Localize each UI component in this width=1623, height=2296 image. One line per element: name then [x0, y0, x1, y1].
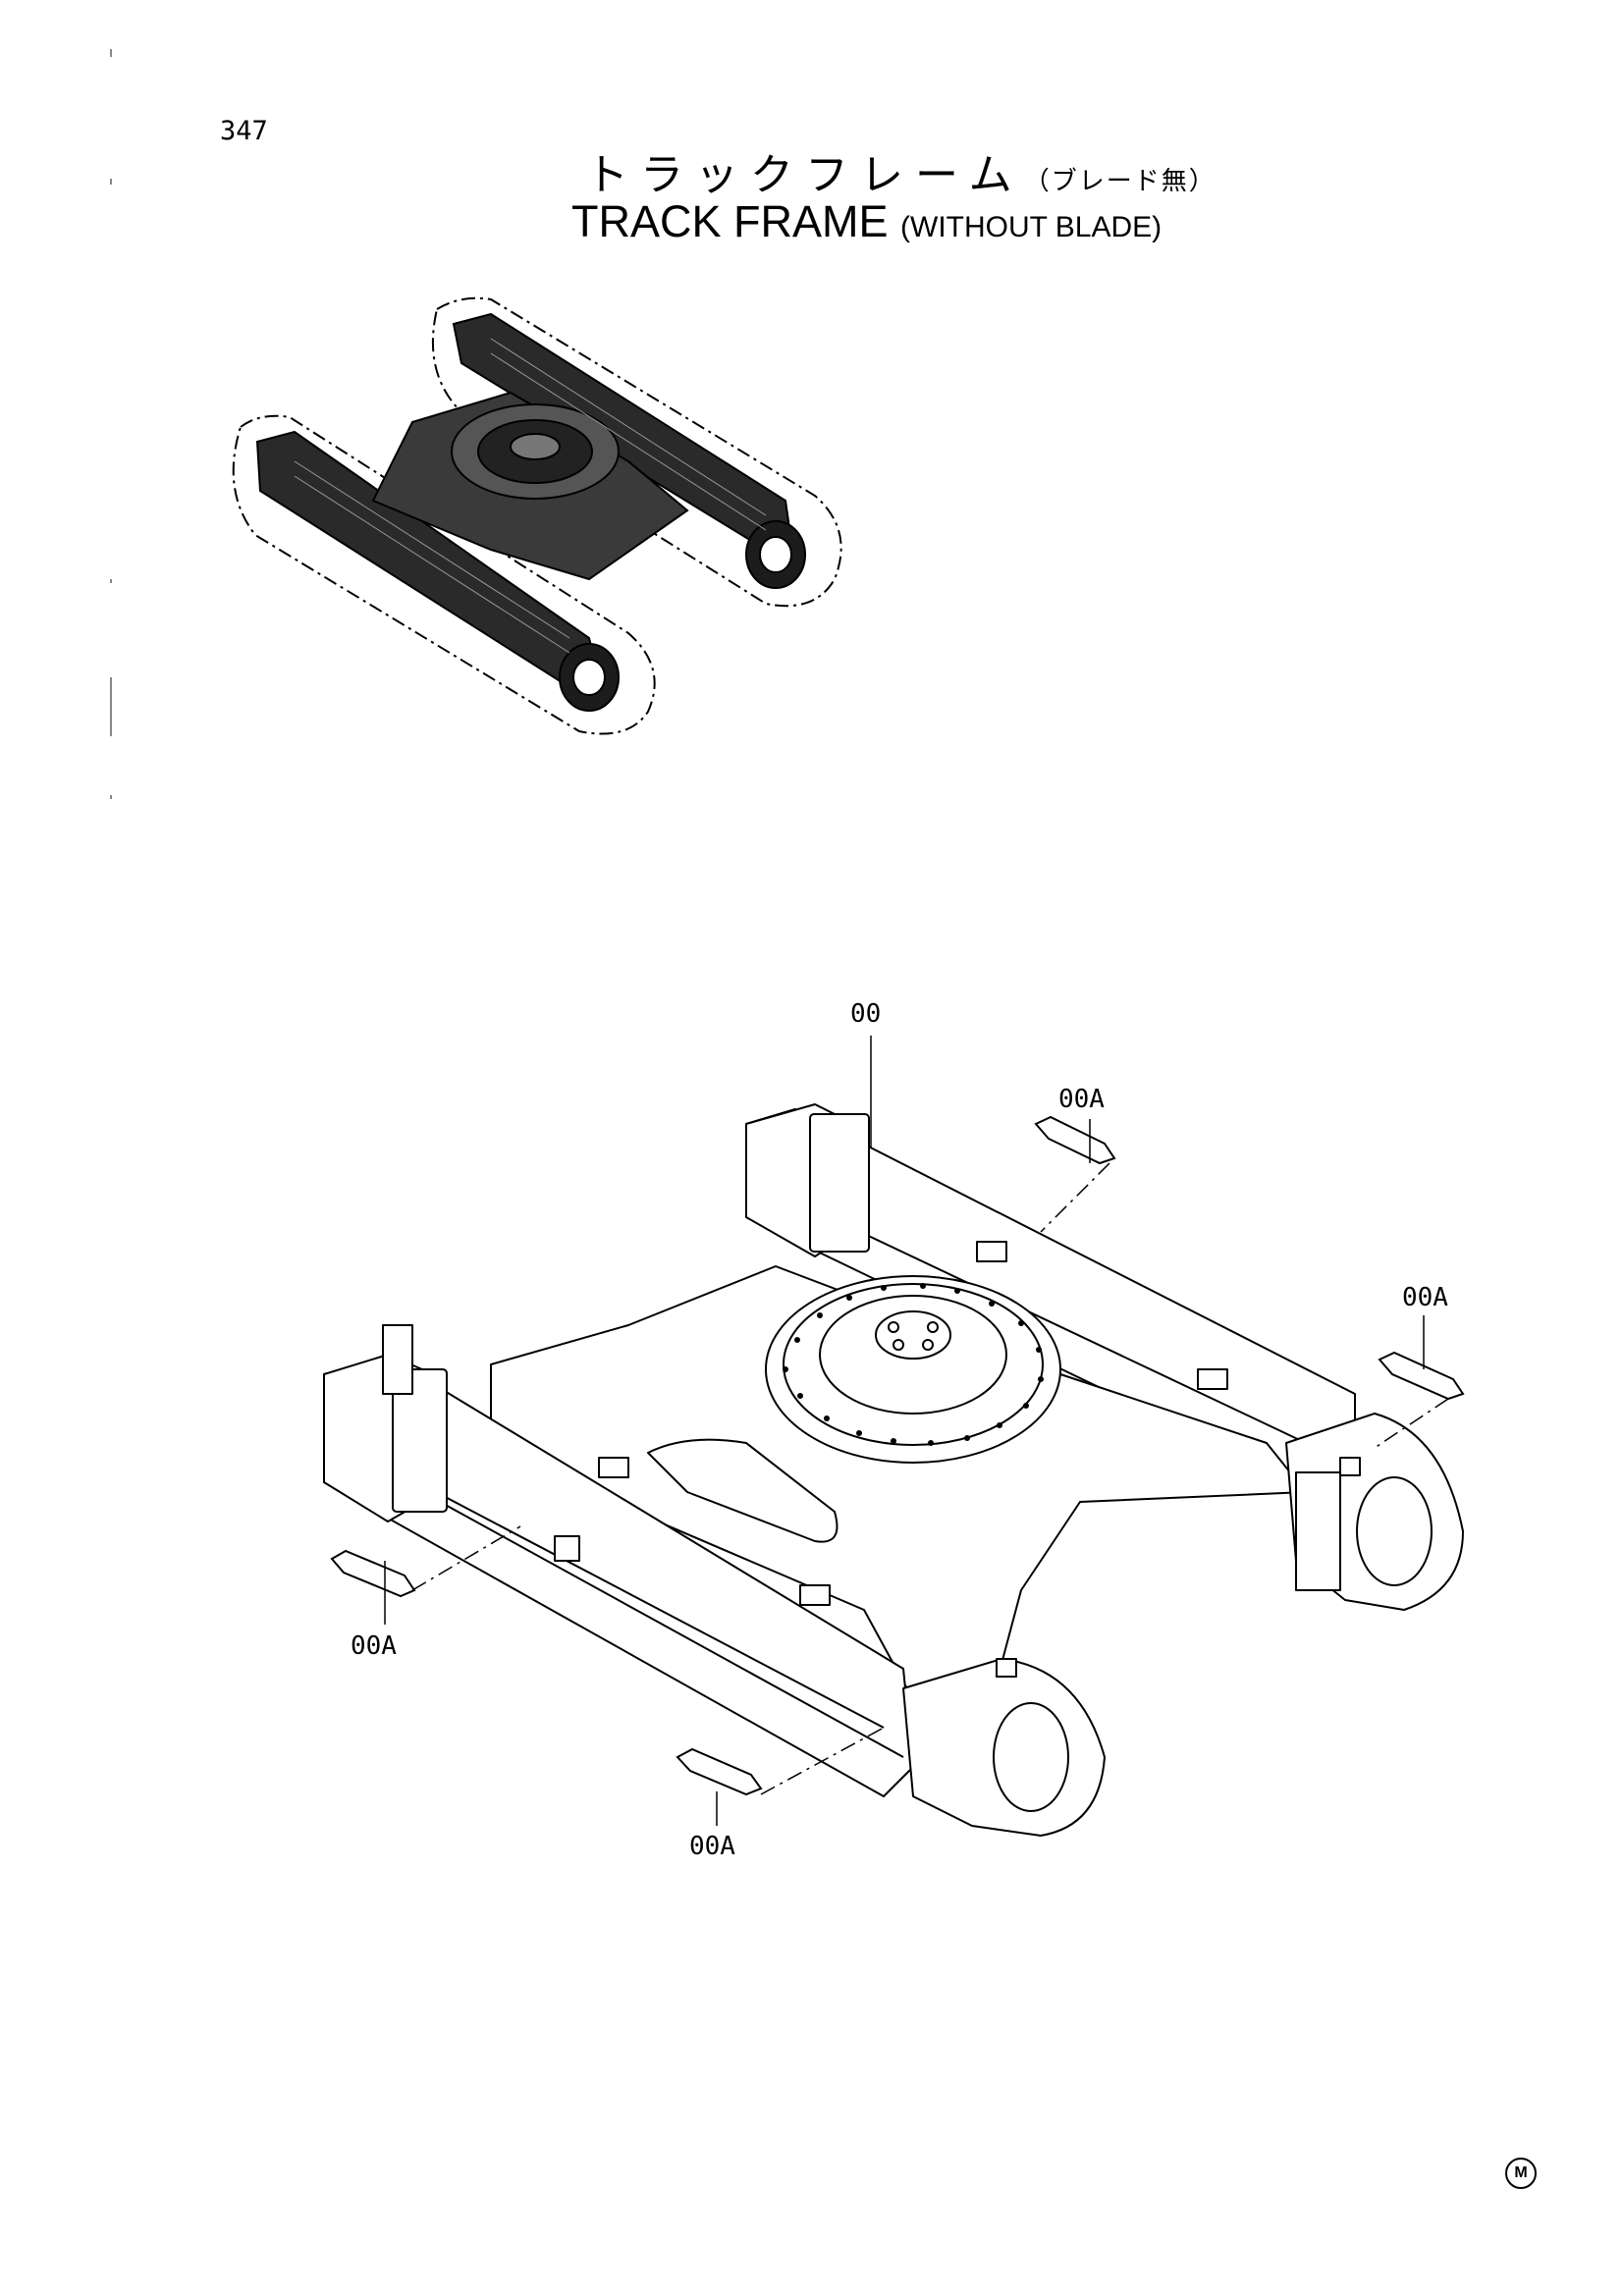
title-jp-main: トラックフレーム — [585, 150, 1024, 200]
overview-track-outline-back — [431, 296, 842, 608]
callout-00: 00 — [850, 999, 882, 1029]
callout-00A: 00A — [351, 1631, 397, 1661]
margin-tick — [110, 49, 112, 57]
clip-bottom — [676, 1747, 763, 1796]
track-guard-bracket-back — [809, 1113, 870, 1253]
overview-illustration — [232, 296, 842, 735]
margin-tick — [110, 179, 112, 185]
step-hole — [554, 1535, 580, 1562]
track-guard-bracket-front-2 — [382, 1324, 413, 1395]
margin-tick — [110, 795, 112, 799]
clip-upper-right — [1034, 1115, 1116, 1165]
leader-lines — [384, 1036, 1449, 1826]
title-jp-sub: （ブレード無） — [1023, 167, 1217, 196]
callout-00A: 00A — [689, 1832, 735, 1861]
callout-00A: 00A — [1402, 1283, 1448, 1312]
center-body-opening — [647, 1438, 839, 1543]
callout-00A: 00A — [1058, 1085, 1105, 1114]
margin-tick — [110, 677, 112, 736]
bolt-pad — [1197, 1368, 1228, 1390]
clip-left — [330, 1549, 416, 1598]
track-guard-clips — [330, 1115, 1465, 1796]
clip-far-right — [1378, 1351, 1465, 1401]
overview-track-outline-front — [232, 414, 656, 735]
swing-circle-bolt-holes — [783, 1283, 1044, 1446]
title-en-main: TRACK FRAME — [571, 196, 889, 246]
page-number: 347 — [220, 116, 268, 146]
title-english: TRACK FRAME (WITHOUT BLADE) — [571, 196, 1162, 247]
bolt-pad — [799, 1584, 831, 1606]
idler-bore-front — [993, 1702, 1069, 1812]
title-en-sub: (WITHOUT BLADE) — [900, 211, 1163, 243]
bolt-pad-front-end — [996, 1658, 1017, 1678]
title-japanese: トラックフレーム（ブレード無） — [585, 139, 1217, 202]
circled-m-mark: M — [1505, 2158, 1537, 2189]
track-frame-drawing — [323, 1103, 1464, 1837]
bolt-pad — [598, 1457, 629, 1478]
idler-bore-back — [1356, 1476, 1433, 1586]
bolt-pad-back-end — [1339, 1457, 1361, 1476]
bolt-pad — [976, 1241, 1007, 1262]
margin-tick — [110, 579, 112, 583]
track-guard-bracket-front — [392, 1368, 448, 1513]
